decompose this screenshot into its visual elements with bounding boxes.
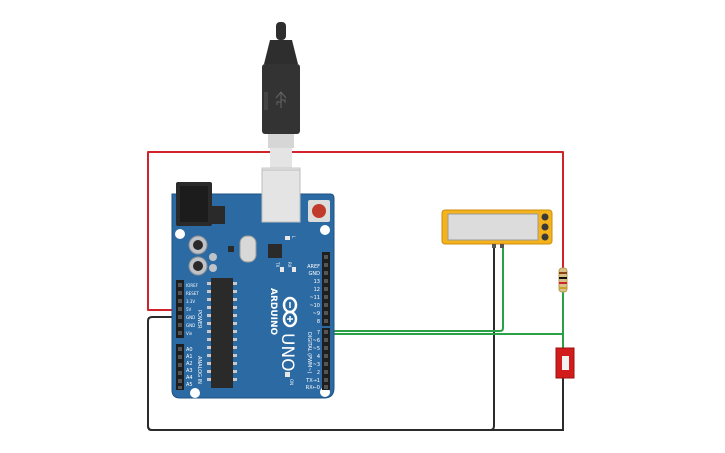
analog-header-title: ANALOG IN	[196, 356, 202, 384]
pin-label-3: ~3	[313, 362, 320, 368]
pin-label-2: 2	[317, 370, 320, 376]
pin-label-7: 7	[317, 330, 320, 336]
led-rx	[292, 267, 296, 272]
sensor-module[interactable]	[441, 209, 553, 248]
pin-label-aref: AREF	[307, 264, 320, 270]
mounting-hole	[190, 388, 200, 398]
pin-label-gnd: GND	[186, 323, 195, 328]
pin-label-11: ~11	[309, 295, 320, 301]
crystal	[239, 235, 257, 263]
pin-label-a1: A1	[186, 354, 193, 360]
pin-label-12: 12	[314, 287, 320, 293]
wire-black-gnd-switch[interactable]	[147, 378, 564, 431]
sensor-terminal-icon[interactable]	[541, 223, 549, 231]
reset-button-icon[interactable]	[308, 200, 330, 222]
sensor-terminal-icon[interactable]	[541, 213, 549, 221]
led-label-rx: RX	[287, 262, 292, 268]
pin-label-5v: 5V	[186, 307, 192, 312]
pin-label-reset: RESET	[186, 291, 199, 296]
digital-header-bottom	[322, 328, 330, 390]
mounting-hole	[175, 229, 185, 239]
wire-green-switch[interactable]	[326, 333, 564, 350]
pin-label-a3: A3	[186, 368, 193, 374]
pin-label-8: 8	[317, 319, 320, 325]
sensor-window	[447, 213, 539, 241]
led-l	[285, 236, 290, 240]
pin-label-tx: TX→1	[305, 378, 320, 384]
pin-label-vin: Vin	[186, 331, 193, 336]
arduino-board[interactable]: IOREF RESET 3.3V 5V GND GND Vin POWER A0…	[171, 169, 335, 399]
voltage-regulator	[211, 206, 225, 224]
pin-label-5: ~5	[313, 346, 320, 352]
led-label-on: ON	[289, 379, 294, 385]
pin-label-4: 4	[317, 354, 320, 360]
pin-label-ioref: IOREF	[186, 283, 199, 288]
led-label-tx: TX	[275, 261, 280, 267]
pin-label-a2: A2	[186, 361, 193, 367]
pin-label-a4: A4	[186, 375, 193, 381]
led-label-l: L	[291, 236, 296, 239]
pin-label-gnd: GND	[309, 271, 321, 277]
led-on	[285, 372, 290, 377]
wire-green-sensor[interactable]	[326, 246, 504, 332]
switch-slider[interactable]	[562, 356, 569, 370]
arduino-infinity-logo-icon	[282, 296, 298, 328]
pin-label-rx: RX←0	[306, 385, 320, 391]
microcontroller-chip	[207, 278, 237, 388]
pin-label-a5: A5	[186, 382, 193, 388]
usb-socket	[261, 169, 301, 223]
pin-label-10: ~10	[309, 303, 320, 309]
mounting-hole	[320, 225, 330, 235]
pin-label-a0: A0	[186, 347, 193, 353]
pin-label-gnd: GND	[186, 315, 195, 320]
led-tx	[280, 267, 284, 272]
digital-header-title: DIGITAL (PWM~)	[306, 332, 312, 374]
pin-label-6: ~6	[313, 338, 320, 344]
pin-label-3v3: 3.3V	[186, 299, 195, 304]
pin-label-9: ~9	[313, 311, 320, 317]
slide-switch[interactable]	[555, 347, 575, 379]
wire-red-5v[interactable]	[147, 151, 564, 311]
power-header-title: POWER	[196, 310, 202, 329]
pin-label-13: 13	[314, 279, 320, 285]
sensor-terminal-icon[interactable]	[541, 233, 549, 241]
board-brand: ARDUINO	[268, 288, 278, 336]
resistor[interactable]	[558, 267, 568, 293]
board-model: UNO	[277, 333, 297, 372]
